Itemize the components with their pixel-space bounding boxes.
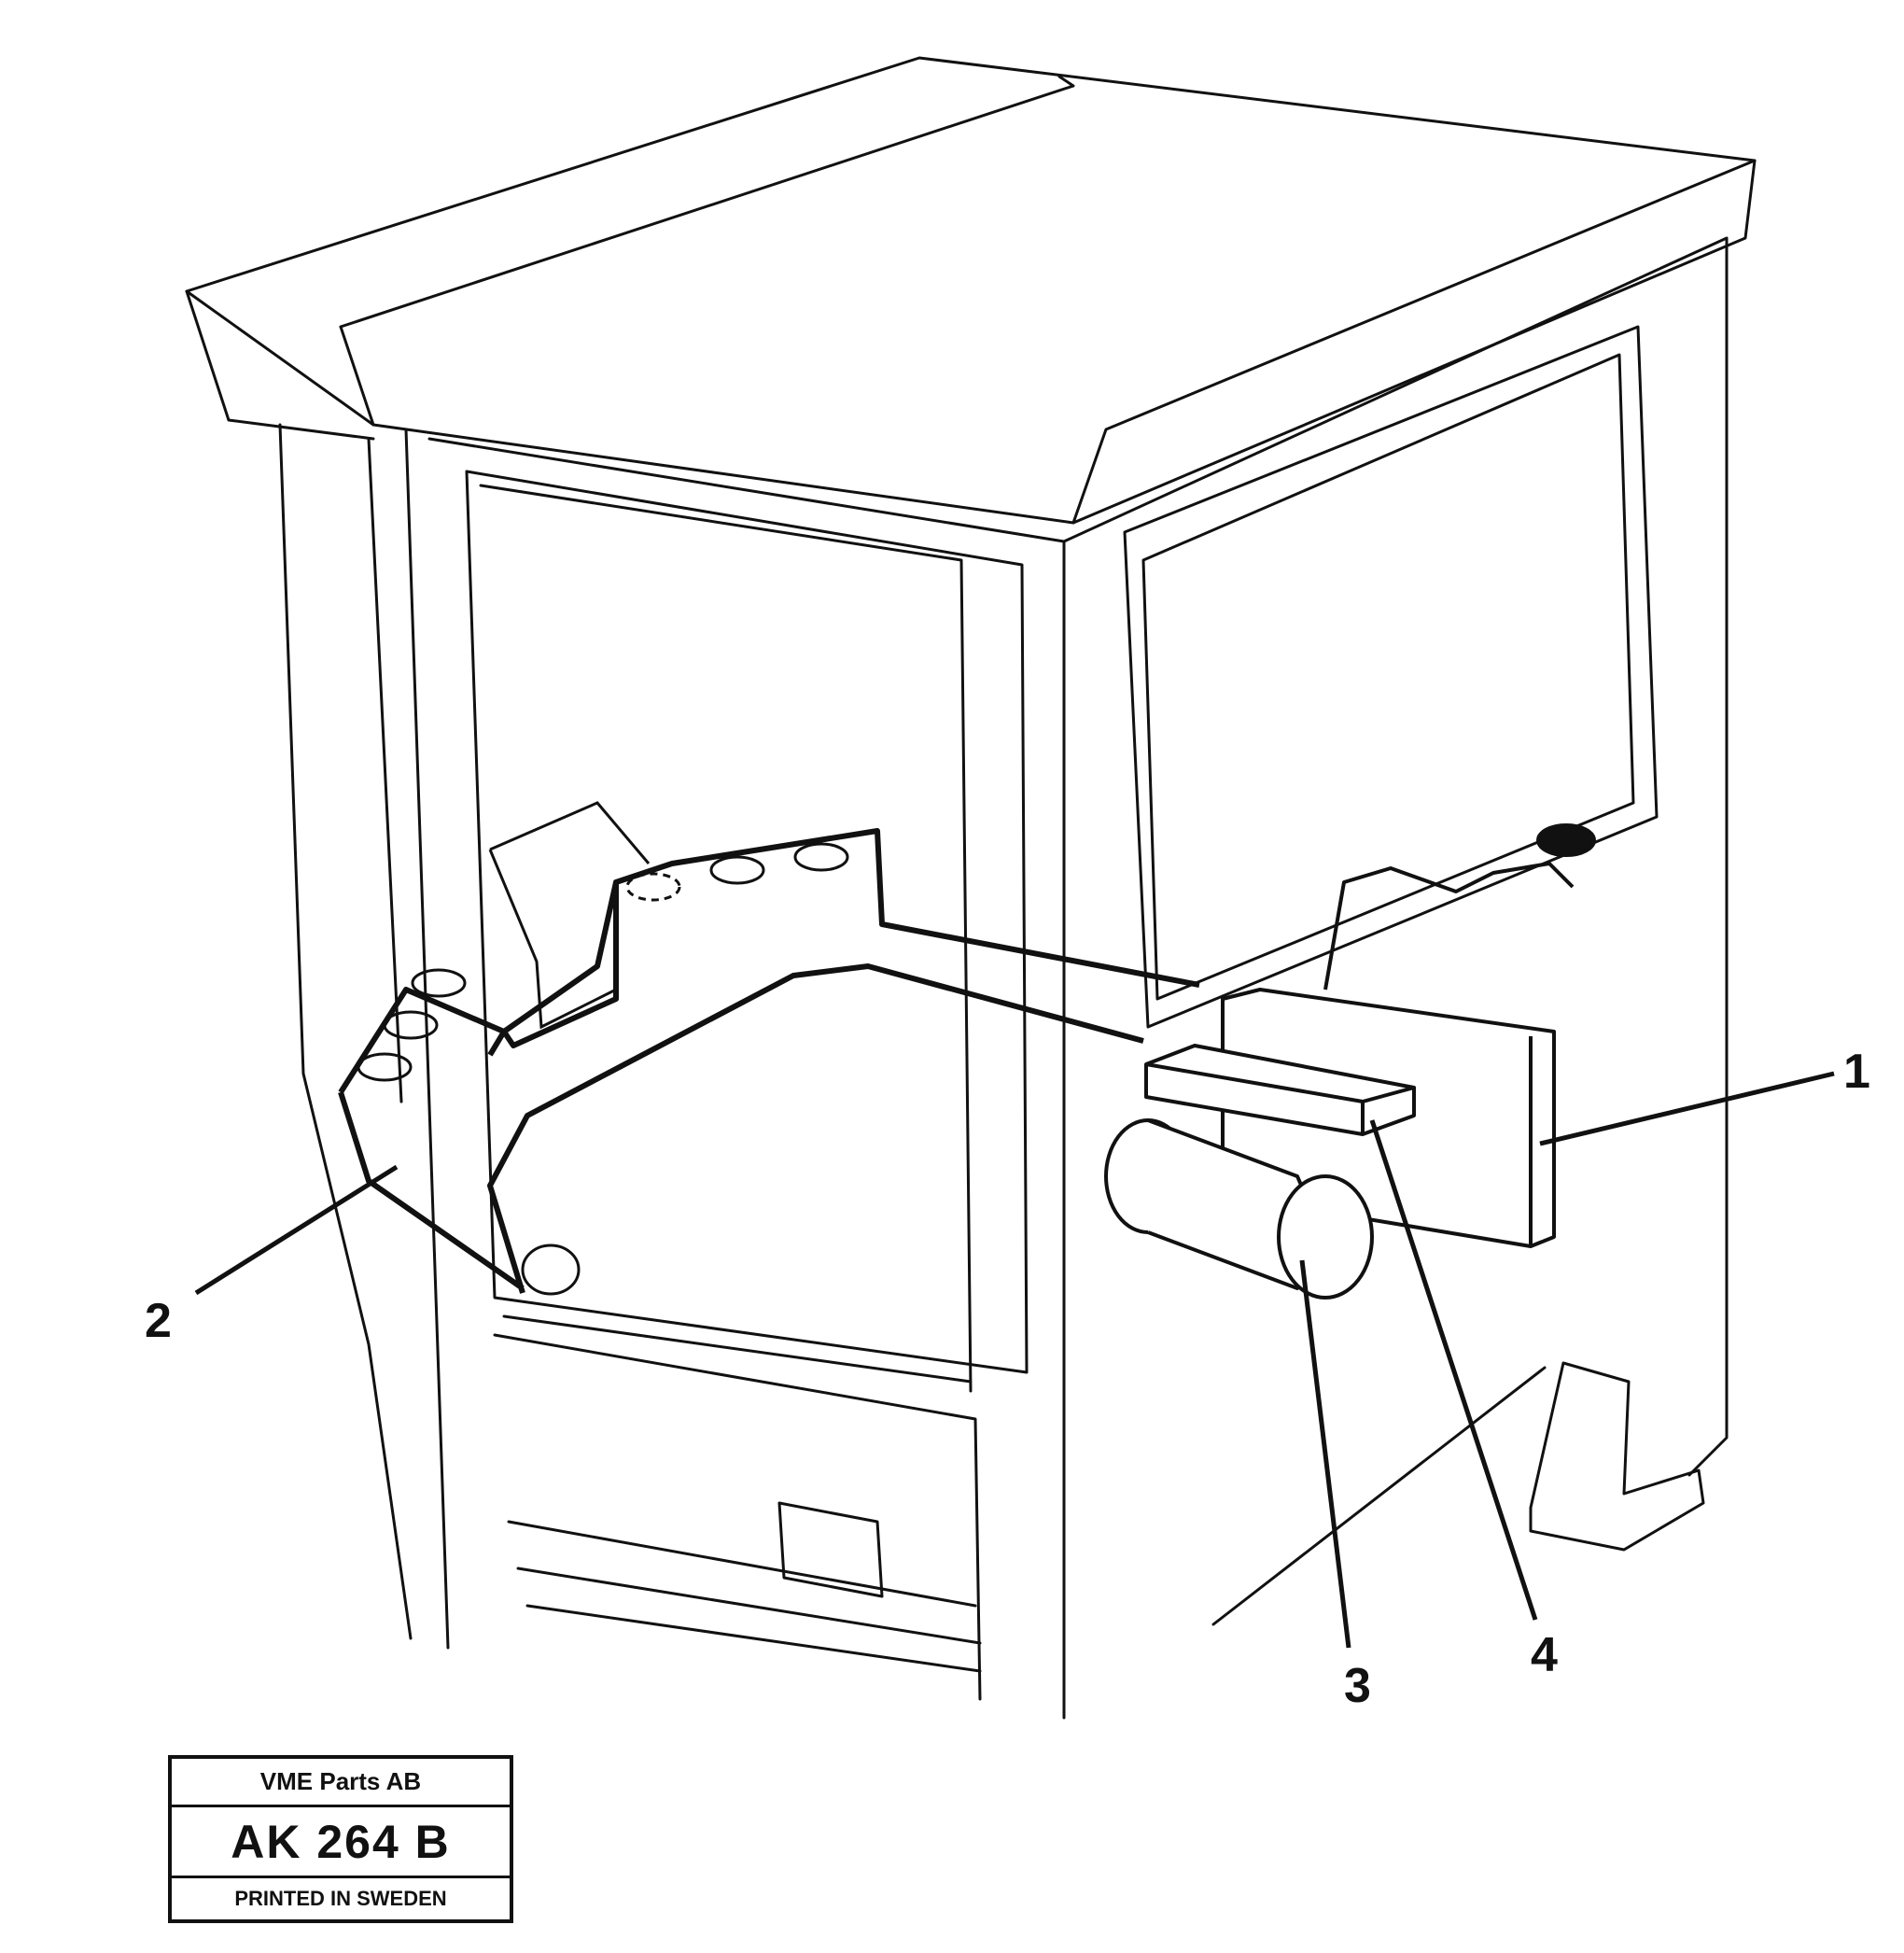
- leader-lines: [194, 1071, 1835, 1649]
- cab-outline: [185, 56, 1757, 1720]
- seat-back: [1323, 862, 1575, 991]
- harness-upper: [338, 828, 1200, 1094]
- leader-4: [1369, 1119, 1538, 1621]
- switch-6: [625, 872, 681, 902]
- title-block: VME Parts AB AK 264 B PRINTED IN SWEDEN: [168, 1755, 513, 1923]
- door-window: [479, 484, 973, 1393]
- harness-end-connector: [521, 1243, 581, 1296]
- leader-2: [194, 1164, 399, 1296]
- roof-front-edge: [185, 289, 375, 441]
- component-4-relay: [1144, 1044, 1416, 1136]
- callout-3: 3: [1344, 1659, 1371, 1713]
- roof-side-edge: [1071, 159, 1757, 525]
- switch-3: [357, 1052, 413, 1082]
- switch-1: [411, 968, 467, 998]
- side-window: [1123, 325, 1659, 1029]
- callout-4: 4: [1531, 1628, 1558, 1682]
- ground-line: [1211, 1366, 1547, 1626]
- callout-labels: 1 2 3 4: [145, 1045, 1870, 1713]
- wiring-harness: [338, 828, 1200, 1294]
- side-step: [1529, 1361, 1705, 1552]
- roof-seam: [339, 75, 1075, 329]
- dash-console: [488, 801, 651, 1030]
- door-handle: [777, 1501, 884, 1598]
- harness-lower: [338, 963, 1144, 1294]
- cab-roof: [185, 56, 1757, 525]
- grommet: [1536, 823, 1596, 857]
- title-block-code: AK 264 B: [172, 1807, 510, 1878]
- switch-5: [793, 842, 849, 872]
- leader-3: [1299, 1259, 1351, 1649]
- leader-1: [1539, 1071, 1835, 1146]
- title-block-company: VME Parts AB: [172, 1759, 510, 1807]
- callout-2: 2: [145, 1294, 172, 1348]
- dash-switches: [357, 801, 849, 1296]
- switch-4: [709, 855, 765, 885]
- door-lower-panel: [493, 1333, 982, 1701]
- left-pillar: [278, 423, 450, 1650]
- component-3-cap: [1277, 1174, 1374, 1300]
- harness-dash-top: [487, 881, 619, 1057]
- component-4-relay-edge: [1145, 1062, 1415, 1134]
- switch-2: [383, 1010, 439, 1040]
- component-assembly: [1104, 823, 1596, 1300]
- callout-1: 1: [1843, 1045, 1870, 1099]
- side-panel-right: [1062, 236, 1729, 1477]
- title-block-printed: PRINTED IN SWEDEN: [234, 1887, 447, 1910]
